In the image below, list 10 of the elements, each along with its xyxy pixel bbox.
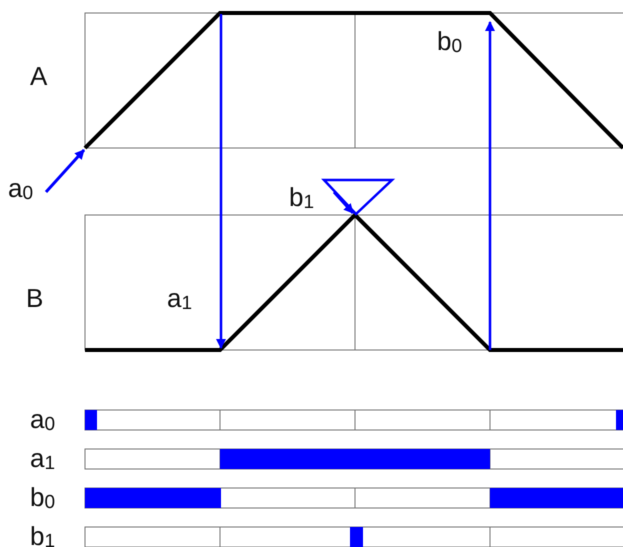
axis-label: A: [30, 62, 48, 90]
signal-label: b$_{0}$: [30, 483, 56, 515]
signal-label: b$_{0}$: [437, 27, 462, 59]
signal-label: a$_{1}$: [167, 284, 192, 316]
signal-label: a$_{1}$: [30, 444, 56, 476]
axis-label: B: [26, 284, 44, 312]
signal-label: a$_{0}$: [8, 174, 34, 206]
signal-label: a$_{0}$: [30, 405, 56, 437]
signal-label: b$_{1}$: [30, 522, 56, 547]
signal-label: b$_{1}$: [289, 183, 314, 215]
